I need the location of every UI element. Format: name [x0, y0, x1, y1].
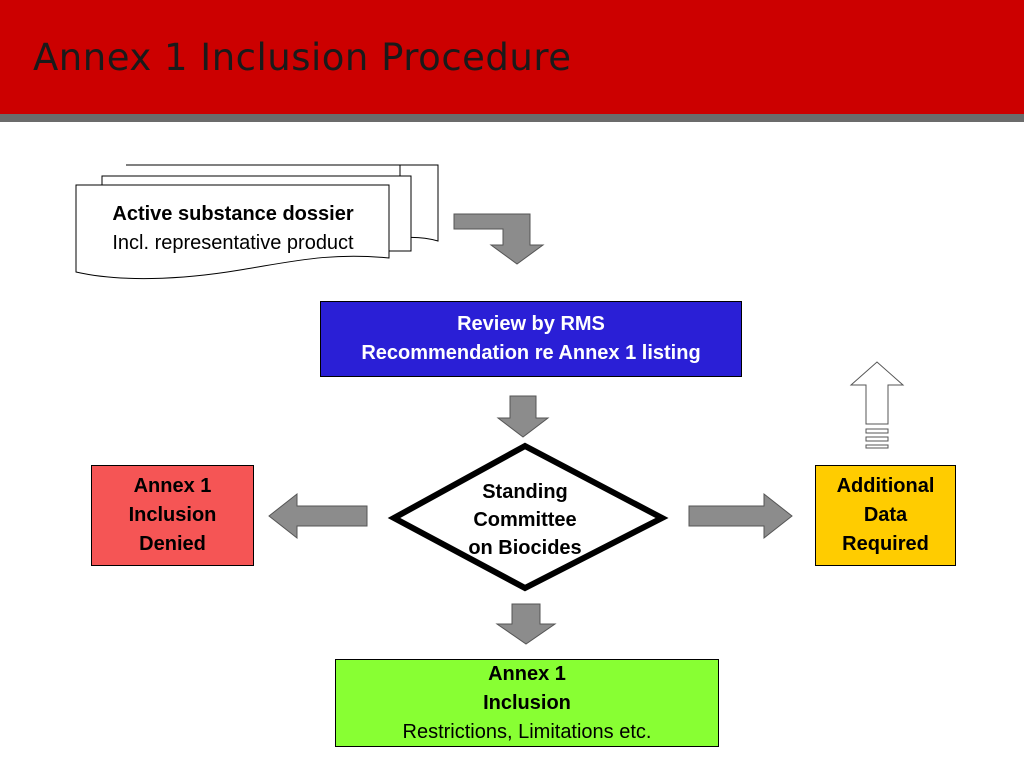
slide-title: Annex 1 Inclusion Procedure [33, 36, 572, 79]
arrow-committee-to-denied [268, 492, 368, 540]
committee-line-1: Standing [482, 481, 568, 503]
committee-line-2: Committee [473, 509, 577, 531]
denied-line-2: Inclusion [128, 504, 217, 526]
denied-line-3: Denied [139, 533, 206, 555]
inclusion-line-1: Annex 1 [488, 662, 566, 685]
arrow-review-to-committee [496, 395, 550, 438]
denied-node: Annex 1 Inclusion Denied [91, 465, 254, 566]
additional-line-3: Required [842, 533, 929, 555]
denied-line-1: Annex 1 [133, 475, 212, 497]
inclusion-line-3: Restrictions, Limitations etc. [402, 720, 652, 743]
review-line-2: Recommendation re Annex 1 listing [361, 342, 701, 364]
inclusion-line-2: Inclusion [483, 691, 571, 714]
inclusion-node: Annex 1 Inclusion Restrictions, Limitati… [335, 659, 719, 747]
committee-diamond [387, 442, 669, 592]
committee-node-text: Standing Committee on Biocides [440, 478, 610, 562]
additional-line-2: Data [863, 504, 908, 526]
arrow-additional-to-review [849, 361, 905, 449]
dossier-front-page [75, 184, 390, 280]
dossier-title: Active substance dossier [112, 203, 354, 225]
additional-line-1: Additional [836, 475, 935, 497]
committee-line-3: on Biocides [468, 537, 582, 559]
dossier-subtitle: Incl. representative product [112, 232, 354, 254]
dossier-node-text: Active substance dossier Incl. represent… [78, 200, 388, 258]
title-divider [0, 114, 1024, 122]
review-line-1: Review by RMS [457, 313, 605, 335]
arrow-dossier-to-review [453, 213, 545, 265]
arrow-committee-to-inclusion [495, 603, 557, 645]
title-bar [0, 0, 1024, 114]
review-node: Review by RMS Recommendation re Annex 1 … [320, 301, 742, 377]
arrow-committee-to-additional [688, 492, 793, 540]
additional-data-node: Additional Data Required [815, 465, 956, 566]
